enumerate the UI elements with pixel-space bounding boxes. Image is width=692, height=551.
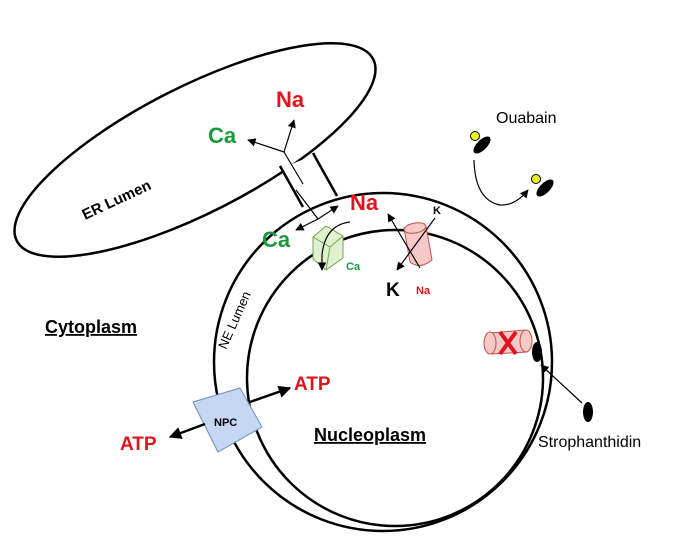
ca-top-label: Ca: [208, 123, 237, 148]
ca-channel-icon: [312, 225, 344, 271]
npc-label: NPC: [214, 417, 237, 429]
ca-left-label: Ca: [262, 227, 291, 252]
ouabain-label: Ouabain: [496, 110, 557, 127]
inner-nuclear-membrane: [245, 228, 545, 528]
atp-inner-label: ATP: [294, 374, 331, 395]
na-k-pump-icon: [403, 222, 433, 266]
k-pump-bottom-label: K: [386, 280, 400, 301]
cytoplasm-label: Cytoplasm: [45, 317, 137, 337]
ca-small-label: Ca: [346, 261, 361, 273]
ouabain-molecule-moved: [531, 174, 554, 197]
er-lumen-shape: [13, 42, 377, 258]
strophanthidin-bound-molecule: [532, 342, 542, 362]
atp-outer-label: ATP: [120, 434, 157, 455]
na-small-label: Na: [416, 285, 431, 297]
strophanthidin-molecule: [583, 402, 593, 422]
nucleoplasm-label: Nucleoplasm: [314, 425, 426, 445]
k-pump-top-label: K: [433, 205, 441, 217]
ouabain-molecule: [470, 131, 491, 154]
nuclear-pore-complex-icon: [192, 387, 263, 453]
na-mid-label: Na: [350, 190, 379, 215]
strophanthidin-label: Strophanthidin: [538, 434, 641, 451]
na-top-label: Na: [276, 87, 305, 112]
er-ne-channel: [282, 155, 335, 207]
blocked-pump-icon: [483, 329, 533, 356]
